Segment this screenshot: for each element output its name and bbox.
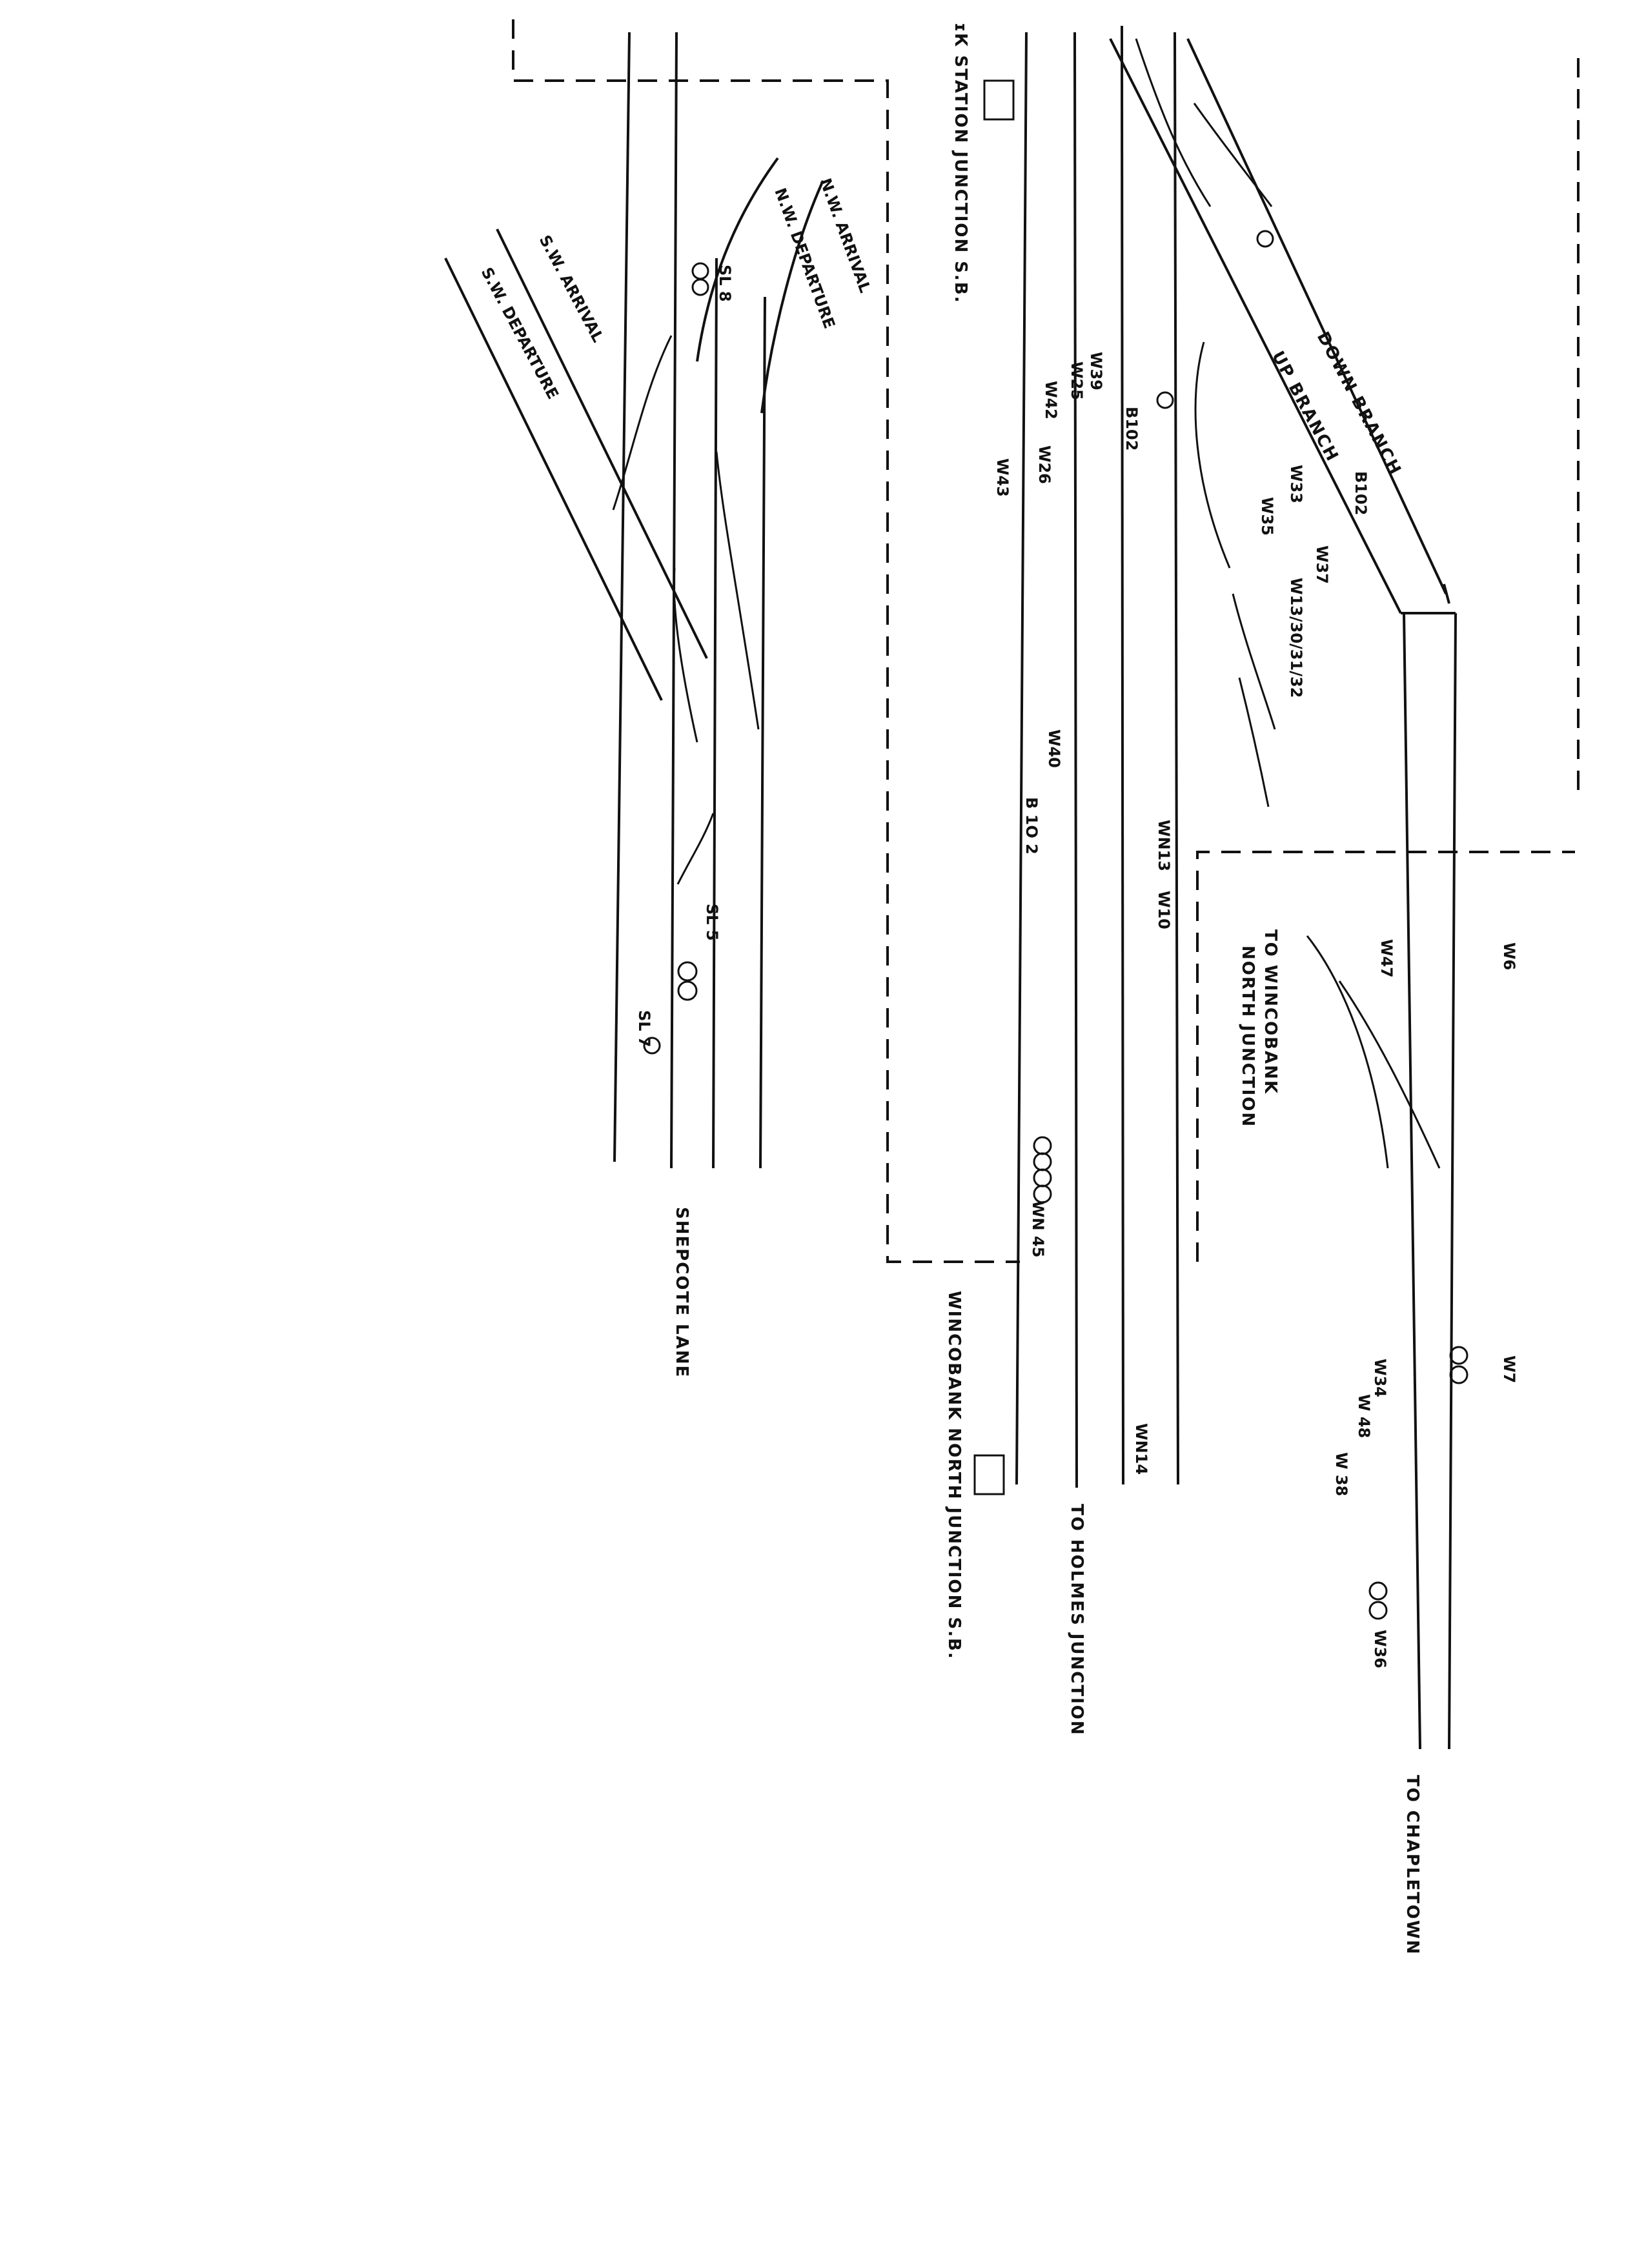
station-sb-box-icon [983, 79, 1015, 121]
code-w7: W7 [1500, 1355, 1518, 1383]
code-w36: W36 [1371, 1630, 1389, 1668]
sw-departure-label: S.W. DEPARTURE [478, 265, 562, 402]
code-wn14: WN14 [1132, 1423, 1150, 1475]
north-junction-label: NORTH JUNCTION [1238, 946, 1257, 1128]
junction-crossovers [444, 157, 824, 885]
code-w35: W35 [1258, 497, 1276, 536]
signals [643, 79, 1468, 1620]
code-w10: W10 [1155, 891, 1173, 929]
code-w33: W33 [1287, 465, 1305, 503]
code-sl8: SL 8 [716, 265, 734, 302]
code-w42: W42 [1042, 381, 1060, 420]
nw-arrival-label: N.W. ARRIVAL [816, 176, 874, 295]
code-wn13: WN13 [1155, 820, 1173, 871]
code-b102b: B102 [1352, 471, 1370, 515]
code-w40: W40 [1045, 729, 1063, 768]
north-sb-box-icon [973, 1454, 1005, 1495]
code-wn45: WN 45 [1029, 1200, 1047, 1257]
code-w43: W43 [993, 458, 1011, 497]
code-sl7: SL 7 [635, 1010, 653, 1048]
code-b102a: B102 [1123, 407, 1141, 451]
code-b102c: B 1O 2 [1022, 797, 1041, 855]
code-w26: W26 [1035, 445, 1053, 484]
code-w25: W25 [1068, 361, 1086, 400]
to-wincobank-label: TO WINCOBANK [1261, 929, 1280, 1095]
branch-tracks [1109, 38, 1456, 1169]
to-chapletown-label: TO CHAPLETOWN [1403, 1775, 1422, 1956]
code-w39: W39 [1087, 352, 1105, 390]
north-sb-label: WINCOBANK NORTH JUNCTION S.B. [944, 1291, 964, 1660]
code-sl5: SL 5 [703, 904, 721, 941]
to-holmes-label: TO HOLMES JUNCTION [1067, 1504, 1086, 1736]
code-w6: W6 [1500, 942, 1518, 970]
station-sb-label: ɪК STATION JUNCTION S.B. [951, 23, 970, 304]
code-w48: W 48 [1355, 1394, 1373, 1438]
code-w37: W37 [1313, 545, 1331, 584]
code-w34: W34 [1371, 1359, 1389, 1397]
station-sb-boundary [512, 19, 1020, 1263]
code-w38: W 38 [1332, 1452, 1350, 1496]
north-sb-boundary [1196, 851, 1575, 1262]
shepcote-lane-label: SHEPCOTE LANE [672, 1207, 691, 1378]
main-lines [613, 25, 1457, 1750]
code-w47: W47 [1377, 939, 1396, 978]
code-w13: W13/30/31/32 [1287, 578, 1305, 698]
